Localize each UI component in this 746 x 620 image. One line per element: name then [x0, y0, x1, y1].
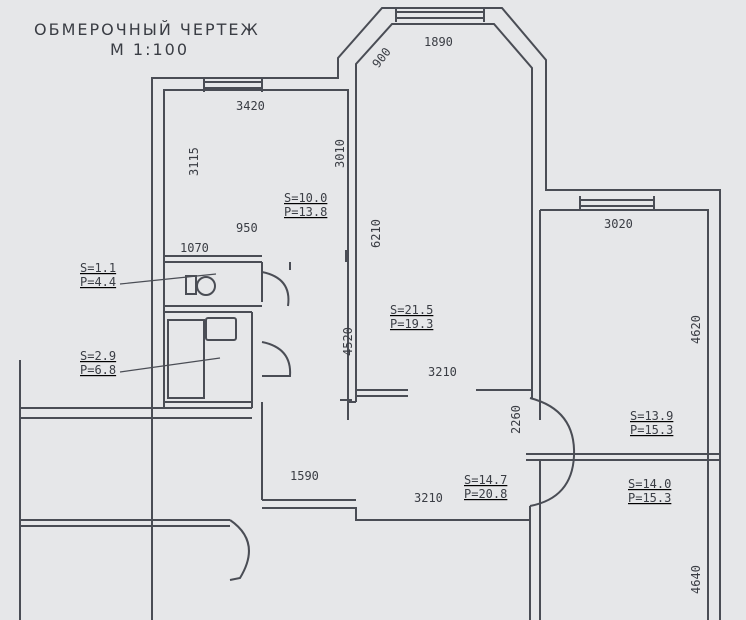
wc-area: S=1.1 [80, 261, 116, 275]
dim-top-height: 3115 [187, 147, 201, 176]
dim-hall-width: 1070 [180, 241, 209, 255]
window-top-room [203, 78, 263, 92]
wall-hall [164, 255, 291, 313]
bath-perimeter: P=6.8 [80, 363, 116, 377]
bathtub [167, 319, 205, 399]
wall-left-outer [151, 7, 721, 620]
right-top-perimeter: P=15.3 [630, 423, 673, 437]
dim-bay-width: 1890 [424, 35, 453, 49]
dim-bay-diag: 900 [369, 45, 393, 71]
dim-right-lower: 4640 [689, 565, 703, 594]
window-right [579, 196, 655, 210]
right-bottom-area: S=14.0 [628, 477, 671, 491]
right-top-area: S=13.9 [630, 409, 673, 423]
dim-top-side: 3010 [333, 139, 347, 168]
wc-perimeter: P=4.4 [80, 275, 116, 289]
bath-box [163, 312, 253, 408]
scale-text: М 1:100 [110, 40, 189, 59]
window-bay [395, 8, 485, 22]
title-text: ОБМЕРОЧНЫЙ ЧЕРТЕЖ [34, 20, 260, 39]
bedroom-perimeter: P=13.8 [284, 205, 327, 219]
drawing-title: ОБМЕРОЧНЫЙ ЧЕРТЕЖ М 1:100 [34, 20, 260, 60]
toilet-bowl [196, 276, 216, 296]
sink [205, 317, 237, 341]
kitchen-perimeter: P=20.8 [464, 487, 507, 501]
wall-front-door [19, 360, 230, 620]
dim-arch-width: 2260 [509, 405, 523, 434]
wall-corridor [20, 402, 530, 521]
door-wc [261, 271, 290, 307]
wall-left-inner [163, 89, 356, 408]
leader-bath [119, 357, 221, 373]
right-bottom-perimeter: P=15.3 [628, 491, 671, 505]
dim-hall-depth: 950 [236, 221, 258, 235]
door-bath [261, 341, 292, 377]
dim-right-width: 3020 [604, 217, 633, 231]
wall-hatch [340, 250, 352, 401]
leader-wc [119, 273, 217, 285]
bath-area: S=2.9 [80, 349, 116, 363]
dim-kitchen-width: 3210 [414, 491, 443, 505]
dim-living-width: 3210 [428, 365, 457, 379]
door-front [229, 519, 250, 581]
dim-living-lower: 4520 [341, 327, 355, 356]
arch-door [529, 397, 576, 507]
wall-bay-inner [355, 23, 533, 402]
living-area: S=21.5 [390, 303, 433, 317]
dim-right-height: 4620 [689, 315, 703, 344]
bedroom-area: S=10.0 [284, 191, 327, 205]
wall-living-door [356, 389, 532, 397]
dim-corridor-width: 1590 [290, 469, 319, 483]
wall-right-room [540, 209, 709, 620]
wall-right-divider [526, 453, 720, 620]
toilet [185, 275, 197, 295]
dim-living-height: 6210 [369, 219, 383, 248]
dim-top-width: 3420 [236, 99, 265, 113]
kitchen-area: S=14.7 [464, 473, 507, 487]
living-perimeter: P=19.3 [390, 317, 433, 331]
